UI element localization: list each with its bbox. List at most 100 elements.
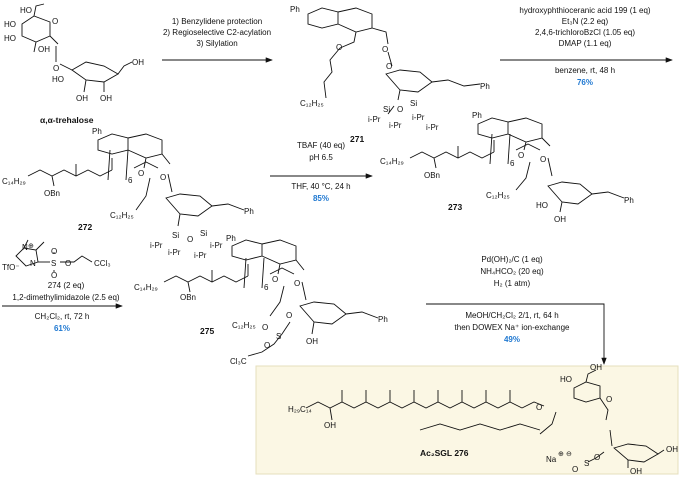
step2-line4: DMAP (1.1 eq) [559, 39, 612, 48]
o-label: O [397, 105, 403, 114]
si-label: Si [172, 231, 179, 240]
ph-label: Ph [290, 5, 300, 14]
compound-275-structure [163, 239, 379, 357]
step3-line3: THF, 40 °C, 24 h [291, 182, 350, 191]
compound-272-structure [27, 133, 245, 227]
compound-label-trehalose: α,α-trehalose [40, 115, 94, 125]
ho-label: HO [52, 75, 64, 84]
s-label: S [51, 259, 56, 268]
o-label: O [572, 465, 578, 474]
final-product-box [255, 365, 679, 475]
s-label: S [276, 332, 281, 341]
step3-line2: pH 6.5 [309, 153, 333, 162]
step3-line1: TBAF (40 eq) [297, 141, 345, 150]
minus-charge: ⊖ [566, 451, 572, 458]
obn-label: OBn [44, 189, 60, 198]
ho-label: HO [20, 6, 32, 15]
o-label: O [336, 43, 342, 52]
step5-line3: H₂ (1 atm) [494, 279, 531, 288]
plus-charge: ⊕ [558, 451, 564, 458]
o-label: O [262, 323, 268, 332]
ph-label: Ph [378, 315, 388, 324]
ph-label: Ph [244, 207, 254, 216]
na-label: Na [546, 455, 557, 464]
cl3c-label: Cl₃C [230, 357, 247, 366]
step2-line3: 2,4,6-trichloroBzCl (1.05 eq) [535, 28, 635, 37]
ph-label: Ph [92, 127, 102, 136]
step2-line5: benzene, rt, 48 h [555, 66, 615, 75]
step4-line3: CH₂Cl₂, rt, 72 h [35, 312, 90, 321]
ipr-label: i-Pr [389, 121, 402, 130]
compound-label-272: 272 [78, 222, 92, 232]
ipr-label: i-Pr [412, 113, 425, 122]
step2-line1: hydroxyphthioceranic acid 199 (1 eq) [519, 6, 651, 15]
reagent-274-structure [15, 239, 93, 272]
ipr-label: i-Pr [368, 115, 381, 124]
o-label: O [536, 403, 542, 412]
step5-line1: Pd(OH)₂/C (1 eq) [481, 255, 543, 264]
oh-label: OH [132, 58, 144, 67]
step5-line4: MeOH/CH₂Cl₂ 2/1, rt, 64 h [465, 311, 558, 320]
ph-label: Ph [480, 82, 490, 91]
o-label: O [386, 62, 392, 71]
si-label: Si [200, 229, 207, 238]
o-label: O [51, 247, 57, 256]
oh-label: OH [630, 467, 642, 476]
compound-label-275: 275 [200, 326, 214, 336]
compound-273-structure [409, 117, 625, 213]
oh-label: OH [306, 337, 318, 346]
six-label: 6 [510, 159, 515, 168]
o-label: O [594, 453, 600, 462]
o-label: O [187, 235, 193, 244]
step1-line3: 3) Silylation [196, 39, 237, 48]
ph-label: Ph [226, 234, 236, 243]
obn-label: OBn [180, 293, 196, 302]
ccl3-label: CCl₃ [94, 259, 111, 268]
ipr-label: i-Pr [426, 123, 439, 132]
o-label: O [53, 64, 59, 73]
step5-yield: 49% [504, 335, 520, 344]
o-label: O [264, 341, 270, 350]
ph-label: Ph [624, 196, 634, 205]
six-label: 6 [128, 176, 133, 185]
step5-line2: NH₄HCO₂ (20 eq) [480, 267, 544, 276]
oh-label: OH [666, 445, 678, 454]
step4-line1: 274 (2 eq) [48, 281, 85, 290]
o-label: O [294, 279, 300, 288]
step4-yield: 61% [54, 324, 70, 333]
step4-line2: 1,2-dimethylimidazole (2.5 eq) [12, 293, 119, 302]
o-label: O [160, 173, 166, 182]
reaction-arrow-5 [426, 303, 607, 365]
ho-label: HO [536, 201, 548, 210]
plus-charge: ⊕ [28, 243, 34, 250]
o-label: O [138, 169, 144, 178]
c14h29-label: C₁₄H₂₉ [134, 283, 158, 292]
oh-label: OH [76, 94, 88, 103]
compound-271-structure [307, 7, 481, 115]
c12h25-label: C₁₂H₂₅ [232, 321, 256, 330]
o-label: O [540, 155, 546, 164]
ho-label: HO [4, 34, 16, 43]
ipr-label: i-Pr [194, 251, 207, 260]
ho-label: HO [4, 20, 16, 29]
si-label: Si [383, 105, 390, 114]
final-product-structure [305, 369, 665, 468]
ho-label: HO [560, 375, 572, 384]
o-label: O [272, 275, 278, 284]
n-label: N [22, 243, 28, 252]
step2-line2: Et₃N (2.2 eq) [562, 17, 609, 26]
compound-label-273: 273 [448, 202, 462, 212]
tfo-label: TfO⁻ [2, 263, 20, 272]
six-label: 6 [264, 283, 269, 292]
n-label: N [30, 259, 36, 268]
c12h25-label: C₁₂H₂₅ [110, 211, 134, 220]
oh-label: OH [554, 215, 566, 224]
s-label: S [584, 459, 589, 468]
c12h25-label: C₁₂H₂₅ [300, 99, 324, 108]
compound-label-final: Ac₂SGL 276 [420, 448, 469, 458]
step3-yield: 85% [313, 194, 329, 203]
o-label: O [52, 17, 58, 26]
o-label: O [382, 45, 388, 54]
c14h29-label: C₁₄H₂₉ [380, 157, 404, 166]
